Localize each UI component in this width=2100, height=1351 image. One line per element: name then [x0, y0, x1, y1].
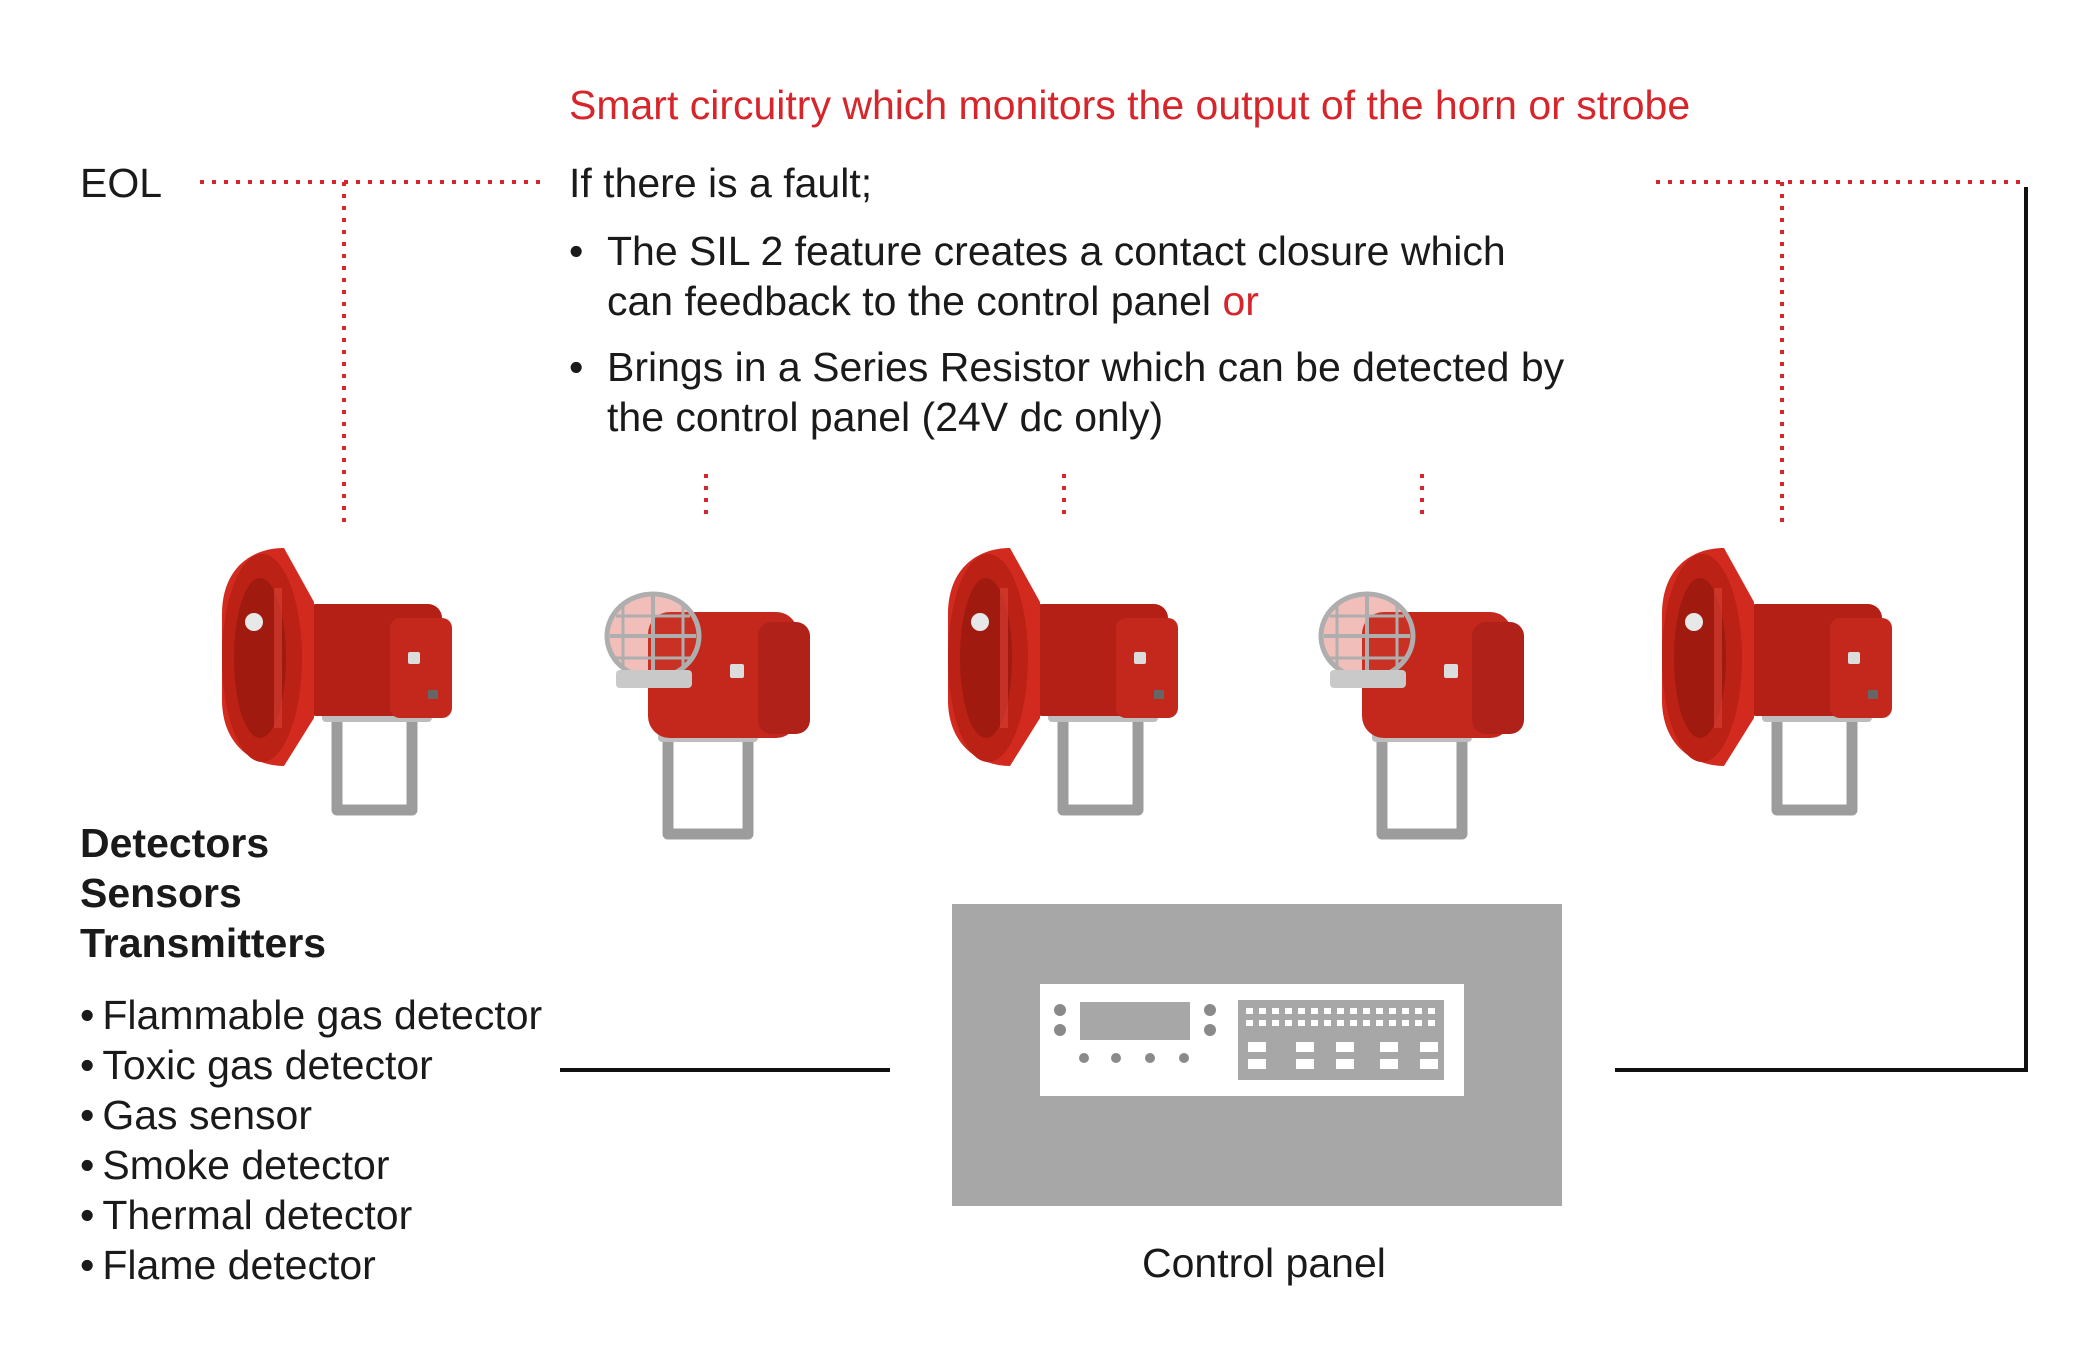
panel-led [1246, 1008, 1253, 1014]
panel-key [1380, 1042, 1398, 1052]
panel-key [1248, 1042, 1266, 1052]
panel-led [1428, 1008, 1435, 1014]
panel-led [1298, 1008, 1305, 1014]
sensor-item: •Gas sensor [80, 1090, 542, 1140]
control-panel [952, 904, 1562, 1206]
panel-led [1246, 1020, 1253, 1026]
fault-action-line1: The SIL 2 feature creates a contact clos… [607, 228, 1506, 274]
panel-display [1080, 1002, 1190, 1040]
panel-led [1285, 1020, 1292, 1026]
panel-led [1389, 1020, 1396, 1026]
sensor-item: •Smoke detector [80, 1140, 542, 1190]
panel-led [1311, 1020, 1318, 1026]
panel-led [1311, 1008, 1318, 1014]
bullet-icon: • [569, 228, 584, 274]
panel-to-loop-line [1615, 187, 2028, 1072]
bullet-icon: • [569, 344, 584, 390]
fault-action-item: • The SIL 2 feature creates a contact cl… [569, 226, 1564, 326]
monitor-lines [200, 180, 2024, 522]
panel-led [1350, 1008, 1357, 1014]
panel-led [1324, 1008, 1331, 1014]
bullet-icon: • [80, 1192, 95, 1238]
panel-led [1402, 1008, 1409, 1014]
sensor-item-label: Thermal detector [102, 1192, 413, 1238]
sensor-item-label: Toxic gas detector [102, 1042, 433, 1088]
device-strobe-1 [607, 594, 810, 834]
panel-key [1380, 1059, 1398, 1069]
bullet-icon: • [80, 992, 95, 1038]
panel-led [1337, 1008, 1344, 1014]
eol-label: EOL [80, 160, 163, 206]
fault-intro: If there is a fault; [569, 160, 873, 206]
panel-key [1420, 1042, 1438, 1052]
panel-led [1285, 1008, 1292, 1014]
sensor-item-label: Gas sensor [102, 1092, 313, 1138]
panel-led [1363, 1020, 1370, 1026]
page-title: Smart circuitry which monitors the outpu… [569, 82, 1691, 128]
device-horn-1 [222, 548, 452, 810]
sensor-item: •Toxic gas detector [80, 1040, 542, 1090]
fault-action-line2: the control panel (24V dc only) [607, 394, 1164, 440]
panel-key [1296, 1042, 1314, 1052]
panel-led [1259, 1008, 1266, 1014]
control-panel-label: Control panel [1142, 1240, 1386, 1286]
bullet-icon: • [80, 1242, 95, 1288]
panel-led [1402, 1020, 1409, 1026]
panel-led [1389, 1008, 1396, 1014]
fault-action-or: or [1222, 278, 1259, 324]
sensor-item: •Thermal detector [80, 1190, 542, 1240]
sensor-item: •Flame detector [80, 1240, 542, 1290]
panel-key [1296, 1059, 1314, 1069]
sensors-heading-1: Detectors [80, 820, 270, 866]
sensors-heading-3: Transmitters [80, 920, 327, 966]
sensor-item-label: Flammable gas detector [102, 992, 543, 1038]
panel-buttons [1054, 1004, 1216, 1063]
panel-led [1337, 1020, 1344, 1026]
panel-led [1324, 1020, 1331, 1026]
fault-action-line2: can feedback to the control panel [607, 278, 1212, 324]
panel-led [1259, 1020, 1266, 1026]
panel-led [1272, 1020, 1279, 1026]
bullet-icon: • [80, 1042, 95, 1088]
sensor-item-label: Flame detector [102, 1242, 376, 1288]
fault-action-item: • Brings in a Series Resistor which can … [569, 342, 1564, 442]
panel-led [1363, 1008, 1370, 1014]
panel-key [1336, 1059, 1354, 1069]
sensor-item: •Flammable gas detector [80, 990, 542, 1040]
panel-led [1428, 1020, 1435, 1026]
panel-led [1272, 1008, 1279, 1014]
panel-led [1350, 1020, 1357, 1026]
device-horn-2 [948, 548, 1178, 810]
panel-wiring [560, 187, 2028, 1072]
panel-key [1336, 1042, 1354, 1052]
panel-led [1415, 1008, 1422, 1014]
panel-key [1248, 1059, 1266, 1069]
device-strobe-2 [1321, 594, 1524, 834]
panel-led [1415, 1020, 1422, 1026]
sensor-list: •Flammable gas detector •Toxic gas detec… [80, 990, 542, 1290]
panel-key [1420, 1059, 1438, 1069]
sensor-item-label: Smoke detector [102, 1142, 390, 1188]
panel-led [1376, 1008, 1383, 1014]
device-horn-3 [1662, 548, 1892, 810]
fault-action-line1: Brings in a Series Resistor which can be… [607, 344, 1565, 390]
panel-led-grid [1246, 1008, 1438, 1069]
bullet-icon: • [80, 1092, 95, 1138]
bullet-icon: • [80, 1142, 95, 1188]
fault-actions-list: • The SIL 2 feature creates a contact cl… [569, 226, 1564, 458]
sensors-heading-2: Sensors [80, 870, 242, 916]
panel-led [1376, 1020, 1383, 1026]
panel-led [1298, 1020, 1305, 1026]
